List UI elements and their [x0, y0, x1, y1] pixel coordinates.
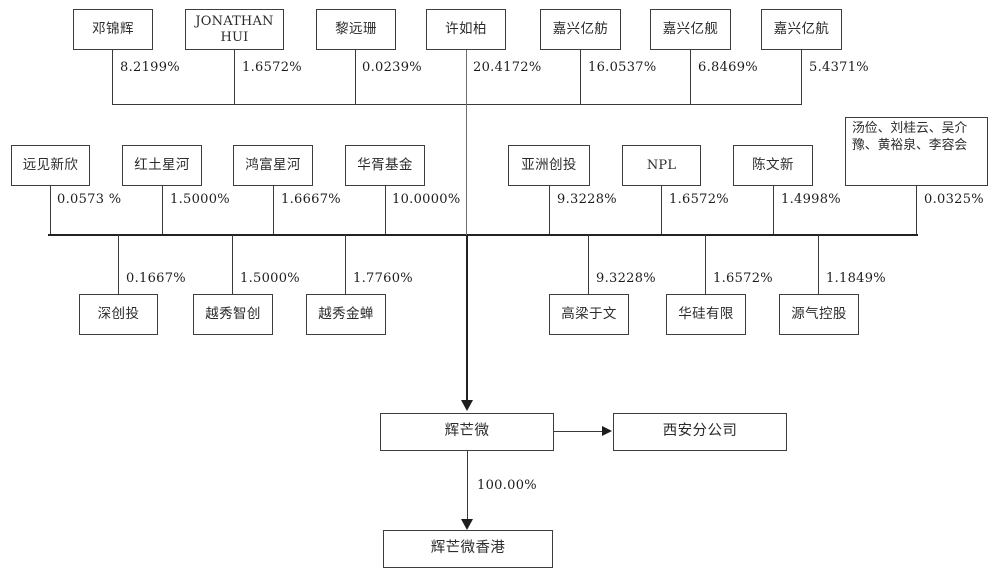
arrow-into-subsidiary-icon — [461, 519, 473, 530]
pct-tier3-1: 0.1667% — [126, 271, 186, 286]
entity-box-jiaxing-yihang[interactable]: 嘉兴亿航 — [761, 9, 842, 50]
connector-tier3-1 — [118, 235, 120, 294]
trunk-to-main-company — [466, 235, 469, 402]
entity-box-jiaxing-yifang[interactable]: 嘉兴亿舫 — [540, 9, 621, 50]
pct-tier1-6: 6.8469% — [698, 60, 758, 75]
connector-tier2-1 — [50, 186, 52, 235]
entity-box-chen-wenxin[interactable]: 陈文新 — [733, 145, 813, 186]
pct-tier3-3: 1.7760% — [353, 271, 413, 286]
connector-tier2-6 — [661, 186, 663, 235]
entity-box-huaxu-fund[interactable]: 华胥基金 — [345, 145, 425, 186]
pct-tier2-6: 1.6572% — [669, 192, 729, 207]
pct-tier2-7: 1.4998% — [781, 192, 841, 207]
pct-tier1-5: 16.0537% — [588, 60, 657, 75]
entity-box-npl[interactable]: NPL — [622, 145, 701, 186]
pct-tier1-2: 1.6572% — [242, 60, 302, 75]
entity-box-hongkong-subsidiary[interactable]: 辉芒微香港 — [383, 530, 553, 568]
entity-box-deng-jinhui[interactable]: 邓锦辉 — [73, 9, 153, 50]
connector-tier1-5 — [580, 50, 582, 105]
connector-tier3-4 — [588, 235, 590, 294]
connector-tier1-1 — [112, 50, 114, 105]
pct-tier2-1: 0.0573 % — [57, 192, 122, 207]
connector-tier2-4 — [385, 186, 387, 235]
pct-tier2-5: 9.3228% — [557, 192, 617, 207]
pct-tier1-4: 20.4172% — [473, 60, 542, 75]
entity-box-li-yuanshan[interactable]: 黎远珊 — [316, 9, 396, 50]
entity-box-yuanjian-xinxin[interactable]: 远见新欣 — [11, 145, 90, 186]
pct-tier1-7: 5.4371% — [809, 60, 869, 75]
connector-tier3-5 — [705, 235, 707, 294]
connector-tier2-7 — [773, 186, 775, 235]
entity-box-yazhou-chuangtou[interactable]: 亚洲创投 — [508, 145, 590, 186]
pct-tier3-5: 1.6572% — [713, 271, 773, 286]
connector-tier1-7 — [801, 50, 803, 105]
entity-box-xian-branch[interactable]: 西安分公司 — [613, 413, 787, 451]
pct-tier3-2: 1.5000% — [240, 271, 300, 286]
entity-box-yuexiu-jinchan[interactable]: 越秀金蝉 — [306, 294, 386, 335]
bus-tier1 — [112, 104, 802, 106]
connector-to-subsidiary — [467, 451, 469, 525]
entity-box-yuanqi-holdings[interactable]: 源气控股 — [779, 294, 859, 335]
connector-tier2-5 — [549, 186, 551, 235]
connector-tier1-3 — [355, 50, 357, 105]
entity-box-shenchuangtou[interactable]: 深创投 — [79, 294, 158, 335]
connector-tier3-3 — [345, 235, 347, 294]
pct-tier3-6: 1.1849% — [826, 271, 886, 286]
connector-tier3-2 — [232, 235, 234, 294]
entity-box-hongfu-xinghe[interactable]: 鸿富星河 — [233, 145, 313, 186]
trunk-upper-segment — [466, 104, 467, 235]
pct-tier2-4: 10.0000% — [392, 192, 461, 207]
bus-tier2 — [48, 234, 918, 237]
pct-tier2-2: 1.5000% — [170, 192, 230, 207]
connector-tier1-6 — [690, 50, 692, 105]
connector-tier1-2 — [234, 50, 236, 105]
entity-box-xu-rubai[interactable]: 许如柏 — [426, 9, 506, 50]
entity-box-individual-shareholders[interactable]: 汤俭、刘桂云、吴介豫、黄裕泉、李容会 — [845, 117, 988, 186]
entity-box-jonathan-hui[interactable]: JONATHAN HUI — [185, 9, 284, 50]
connector-tier2-2 — [162, 186, 164, 235]
arrow-into-branch-icon — [602, 426, 612, 436]
entity-box-huagui-limited[interactable]: 华硅有限 — [666, 294, 746, 335]
pct-tier2-3: 1.6667% — [281, 192, 341, 207]
entity-box-jiaxing-yijian[interactable]: 嘉兴亿舰 — [650, 9, 731, 50]
entity-box-hongtu-xinghe[interactable]: 红土星河 — [122, 145, 202, 186]
entity-box-main-company[interactable]: 辉芒微 — [380, 413, 554, 451]
connector-tier1-4 — [466, 50, 467, 105]
connector-tier3-6 — [818, 235, 820, 294]
connector-to-branch — [554, 431, 603, 433]
connector-tier2-8 — [916, 186, 918, 235]
pct-tier1-1: 8.2199% — [120, 60, 180, 75]
connector-tier2-3 — [273, 186, 275, 235]
pct-tier1-3: 0.0239% — [362, 60, 422, 75]
pct-subsidiary: 100.00% — [477, 478, 537, 493]
pct-tier2-8: 0.0325% — [924, 192, 984, 207]
entity-box-gaoliang-yuwen[interactable]: 高梁于文 — [549, 294, 629, 335]
entity-box-yuexiu-zhichuang[interactable]: 越秀智创 — [193, 294, 273, 335]
arrow-into-main-company-icon — [461, 400, 473, 411]
pct-tier3-4: 9.3228% — [596, 271, 656, 286]
